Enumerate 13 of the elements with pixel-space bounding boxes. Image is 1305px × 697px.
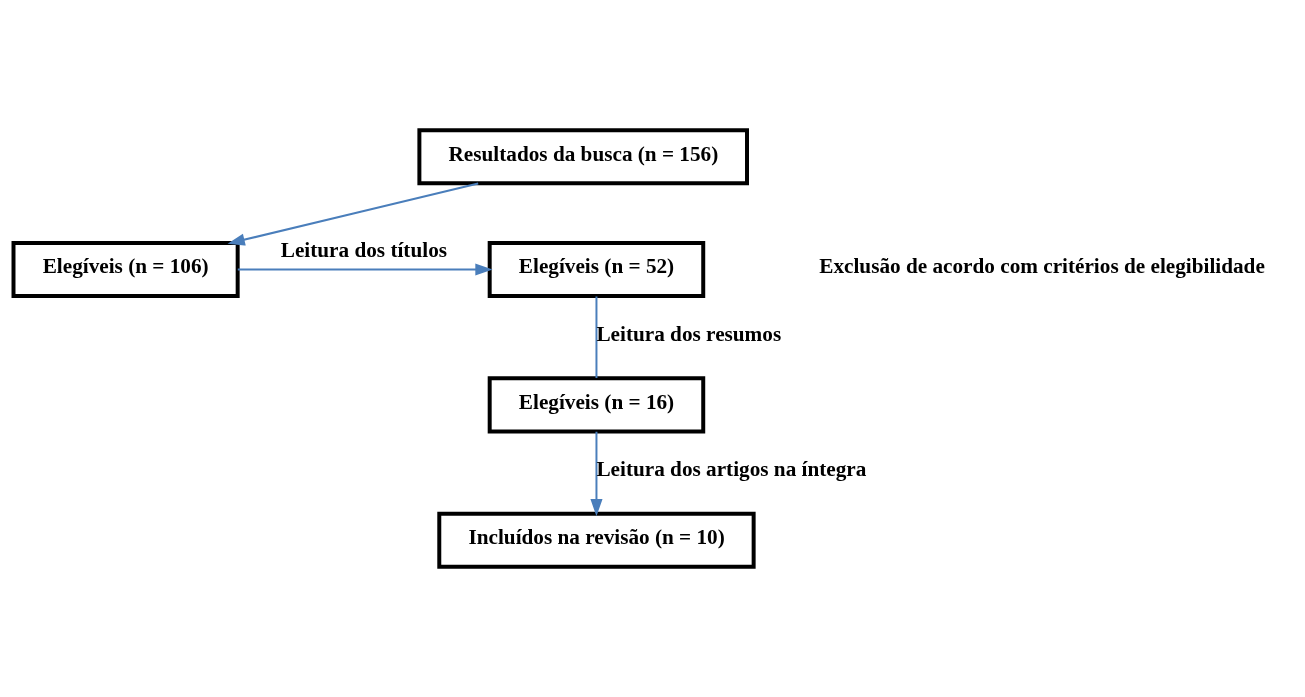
arrow [236,263,493,276]
node-box: Elegíveis (n = 52) [487,241,706,299]
node-box: Resultados da busca (n = 156) [417,128,749,186]
edge-label: Leitura dos resumos [596,321,782,346]
edge-label: Leitura dos artigos na íntegra [596,457,867,482]
node-box: Incluídos na revisão (n = 10) [437,511,756,569]
node-box: Elegíveis (n = 106) [11,241,240,299]
arrow [227,182,480,246]
arrow [590,430,603,517]
label: Exclusão de acordo com critérios de elegibilidade [819,254,1265,279]
edge-label: Leitura dos títulos [280,238,448,263]
node-box: Elegíveis (n = 16) [487,376,706,434]
connector [595,295,598,380]
